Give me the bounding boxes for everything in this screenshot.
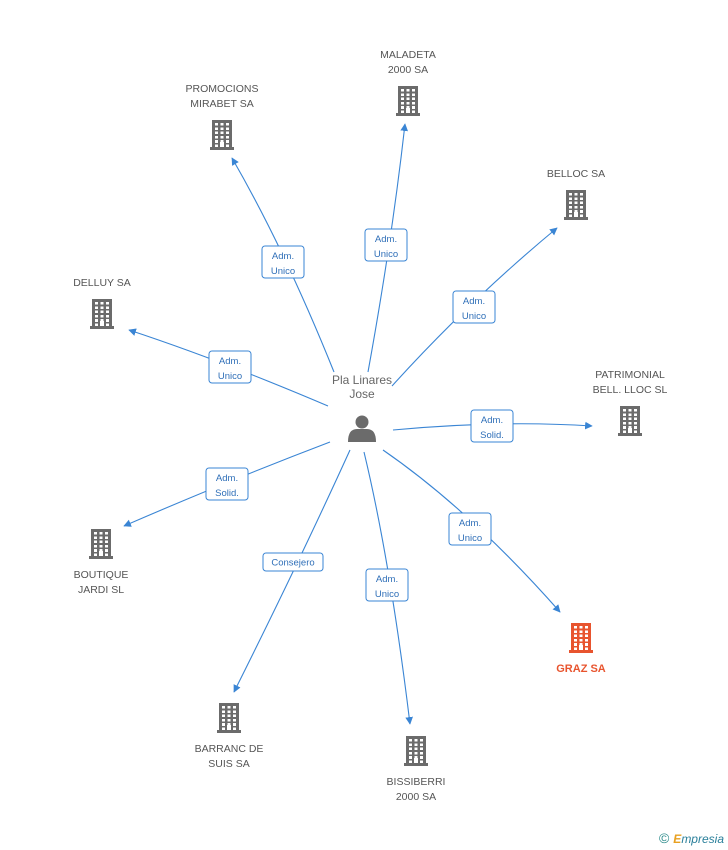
relation-text-line: Adm. (376, 574, 398, 585)
company-label-line: DELLUY SA (73, 277, 131, 289)
relation-text: Adm. Unico (218, 356, 242, 382)
company-label: GRAZ SA (556, 663, 606, 675)
company-label-line: MALADETA (380, 49, 436, 61)
copyright-icon: © (658, 830, 670, 846)
company-label: BELLOC SA (547, 168, 605, 180)
company-node-boutique[interactable]: BOUTIQUE JARDI SL (74, 529, 129, 596)
company-label: MALADETA 2000 SA (380, 49, 436, 76)
company-label-line: 2000 SA (396, 791, 436, 803)
company-label-line: BELLOC SA (547, 168, 605, 180)
company-label: BISSIBERRI 2000 SA (387, 776, 446, 803)
relation-text-line: Unico (375, 589, 399, 600)
company-label: PROMOCIONS MIRABET SA (186, 83, 259, 110)
company-node-belloc[interactable]: BELLOC SA (547, 168, 605, 220)
building-icon[interactable] (89, 529, 113, 559)
brand-name: mpresia (681, 832, 724, 846)
relation-label-barranc[interactable]: Consejero (262, 552, 324, 572)
company-label-line: PROMOCIONS (186, 83, 259, 95)
company-label: BOUTIQUE JARDI SL (74, 569, 129, 596)
footer-brand[interactable]: ©Empresia (659, 830, 724, 846)
relation-text-line: Adm. (481, 415, 503, 426)
relation-text-line: Solid. (215, 488, 239, 499)
relation-text-line: Adm. (375, 234, 397, 245)
company-label-line: MIRABET SA (190, 98, 253, 110)
relation-label-bissiberri[interactable]: Adm. Unico (365, 568, 409, 602)
relation-label-promocions[interactable]: Adm. Unico (261, 245, 305, 279)
relation-text: Adm. Unico (458, 518, 482, 544)
relation-text: Adm. Unico (374, 234, 398, 260)
relation-text-line: Unico (271, 266, 295, 277)
building-icon[interactable] (217, 703, 241, 733)
relation-text-line: Consejero (271, 558, 314, 569)
relation-text: Adm. Solid. (215, 473, 239, 499)
edge-boutique: Adm. Solid. (123, 441, 331, 527)
center-person-label-line: Jose (349, 387, 375, 401)
company-label: PATRIMONIAL BELL. LLOC SL (593, 369, 668, 396)
edge-delluy: Adm. Unico (128, 328, 329, 407)
building-icon[interactable] (404, 736, 428, 766)
relation-text-line: Unico (462, 311, 486, 322)
edge-graz: Adm. Unico (382, 449, 561, 613)
relation-text: Adm. Unico (271, 251, 295, 277)
company-node-delluy[interactable]: DELLUY SA (73, 277, 131, 329)
company-node-patrimonial[interactable]: PATRIMONIAL BELL. LLOC SL (593, 369, 668, 436)
company-node-graz[interactable]: GRAZ SA (556, 623, 606, 675)
relation-label-patrimonial[interactable]: Adm. Solid. (470, 409, 514, 443)
building-icon[interactable] (396, 86, 420, 116)
company-label-line: GRAZ SA (556, 663, 606, 675)
relation-text: Consejero (271, 558, 314, 569)
person-icon[interactable] (348, 415, 376, 443)
relation-text-line: Unico (374, 249, 398, 260)
company-label-line: PATRIMONIAL (595, 369, 665, 381)
building-icon[interactable] (564, 190, 588, 220)
edge-barranc: Consejero (233, 449, 351, 693)
relation-text: Adm. Unico (375, 574, 399, 600)
relation-label-belloc[interactable]: Adm. Unico (452, 290, 496, 324)
company-label: BARRANC DE SUIS SA (195, 743, 264, 770)
relation-text: Adm. Unico (462, 296, 486, 322)
company-label-line: BOUTIQUE (74, 569, 129, 581)
company-node-maladeta[interactable]: MALADETA 2000 SA (380, 49, 436, 116)
edge-bissiberri: Adm. Unico (363, 451, 413, 725)
relation-text-line: Unico (218, 371, 242, 382)
company-node-promocions[interactable]: PROMOCIONS MIRABET SA (186, 83, 259, 150)
relation-text-line: Unico (458, 533, 482, 544)
edges-layer: Adm.UnicoAdm.UnicoAdm.UnicoAdm.UnicoAdm.… (123, 123, 593, 725)
brand-initial: E (673, 832, 682, 846)
center-person-label-line: Pla Linares (332, 373, 392, 387)
relation-label-graz[interactable]: Adm. Unico (448, 512, 492, 546)
company-node-barranc[interactable]: BARRANC DE SUIS SA (195, 703, 264, 770)
company-node-bissiberri[interactable]: BISSIBERRI 2000 SA (387, 736, 446, 803)
relation-text-line: Adm. (463, 296, 485, 307)
relation-text-line: Solid. (480, 430, 504, 441)
company-label-line: 2000 SA (388, 64, 428, 76)
edge-maladeta: Adm. Unico (364, 123, 409, 373)
relation-text-line: Adm. (272, 251, 294, 262)
edge-patrimonial: Adm. Solid. (392, 409, 593, 443)
company-label-line: JARDI SL (78, 584, 124, 596)
company-label-line: BARRANC DE (195, 743, 264, 755)
building-icon[interactable] (618, 406, 642, 436)
company-label-line: BELL. LLOC SL (593, 384, 668, 396)
building-icon[interactable] (210, 120, 234, 150)
company-label-line: SUIS SA (208, 758, 249, 770)
building-icon[interactable] (569, 623, 593, 653)
relation-text-line: Adm. (459, 518, 481, 529)
edge-belloc: Adm. Unico (391, 227, 558, 387)
company-label-line: BISSIBERRI (387, 776, 446, 788)
relation-text-line: Adm. (219, 356, 241, 367)
edge-promocions: Adm. Unico (231, 157, 335, 373)
relation-label-maladeta[interactable]: Adm. Unico (364, 228, 408, 262)
relation-text: Adm. Solid. (480, 415, 504, 441)
relation-text-line: Adm. (216, 473, 238, 484)
building-icon[interactable] (90, 299, 114, 329)
relation-label-boutique[interactable]: Adm. Solid. (205, 467, 249, 501)
company-label: DELLUY SA (73, 277, 131, 289)
relation-label-delluy[interactable]: Adm. Unico (208, 350, 252, 384)
